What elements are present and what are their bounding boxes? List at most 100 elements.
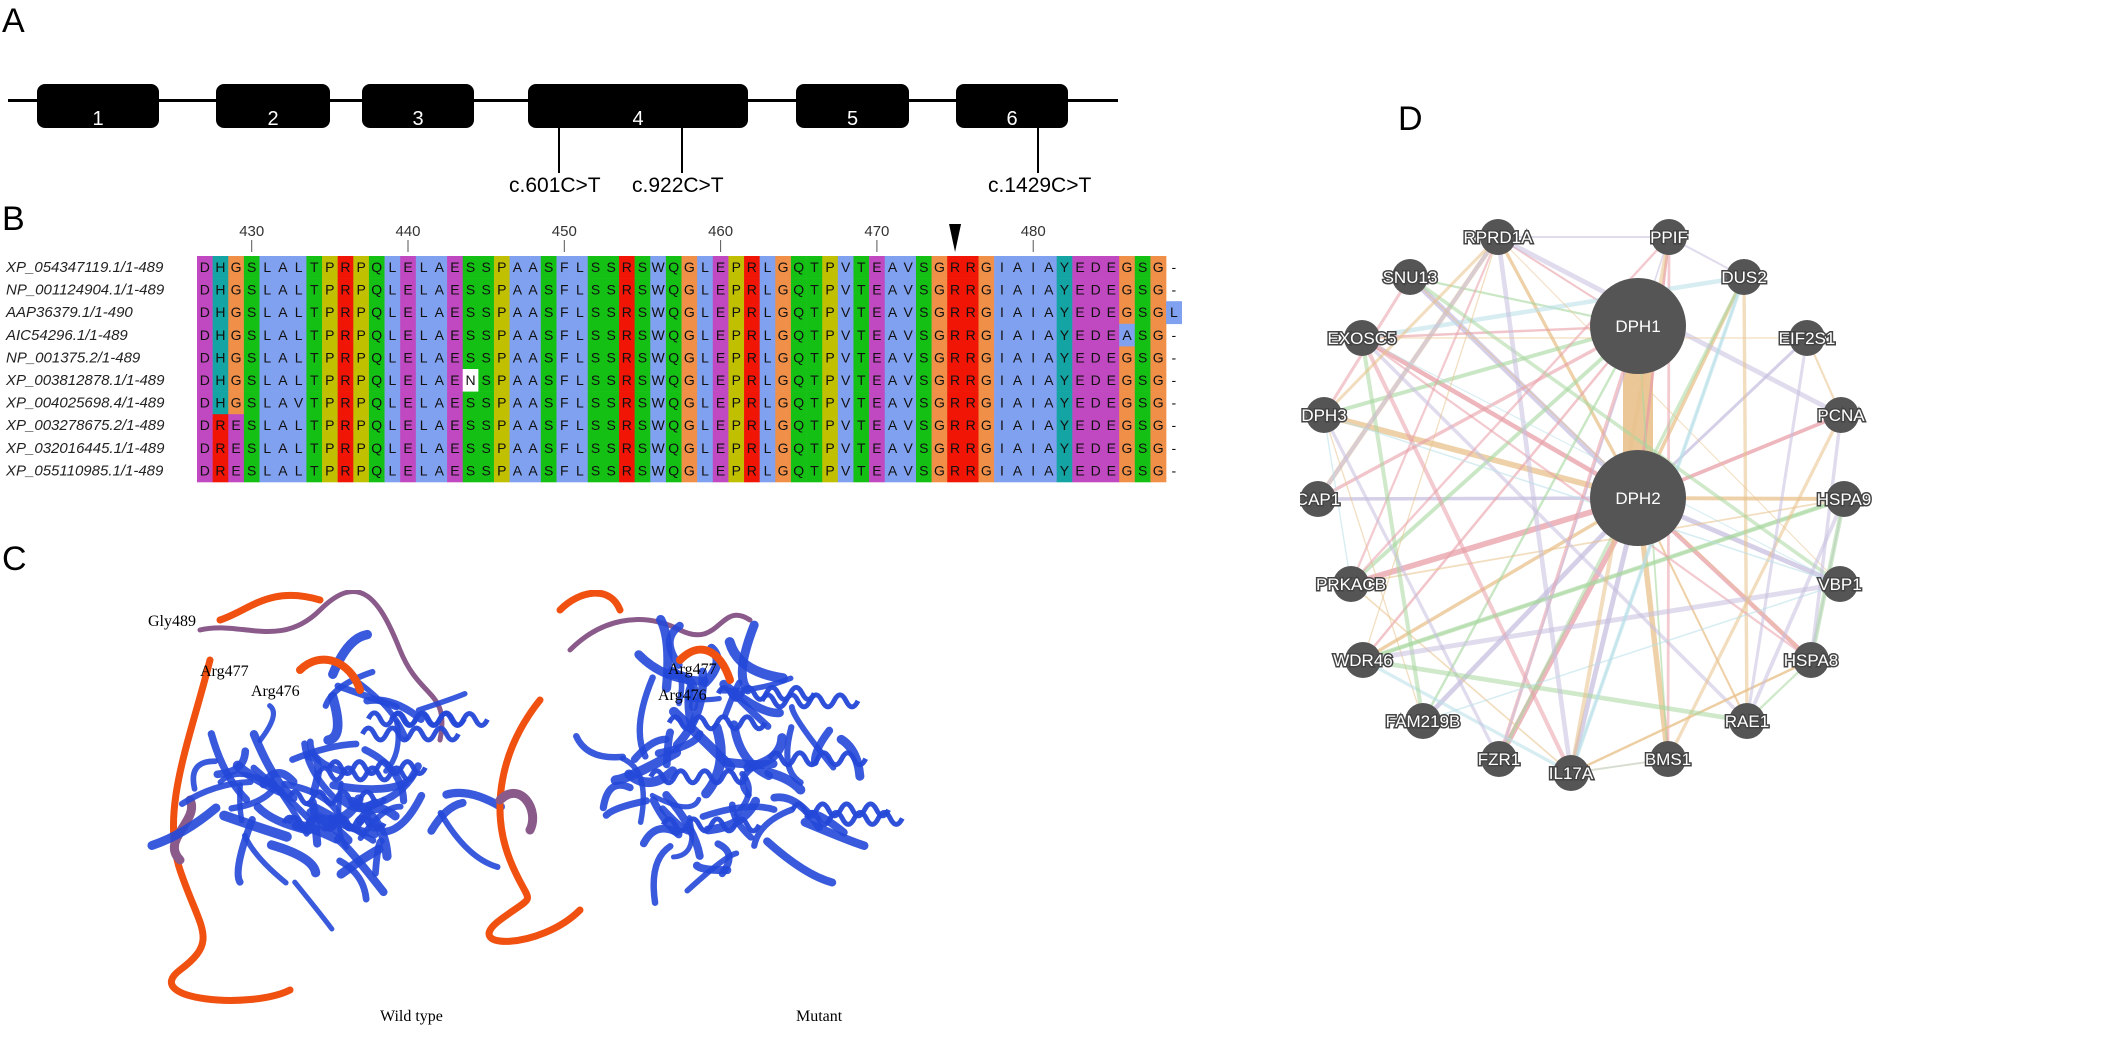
residue-letter: S — [607, 395, 616, 411]
residue-cell — [337, 459, 354, 483]
network-node[interactable] — [1793, 642, 1829, 678]
hub-node-dph2[interactable] — [1590, 450, 1686, 546]
residue-cell — [337, 436, 354, 460]
network-edge — [1666, 414, 1843, 760]
residue-letter: W — [651, 462, 665, 478]
residue-cell — [1072, 369, 1089, 392]
residue-letter: L — [388, 259, 396, 275]
network-node[interactable] — [1480, 219, 1516, 255]
residue-cell — [1072, 301, 1089, 325]
residue-letter: L — [420, 349, 428, 365]
residue-cell — [665, 414, 682, 438]
residue-cell — [447, 459, 464, 483]
residue-cell — [744, 459, 760, 483]
residue-letter: T — [810, 304, 819, 320]
residue-cell — [431, 346, 448, 370]
residue-letter: Q — [668, 395, 679, 411]
network-node[interactable] — [1729, 703, 1765, 739]
residue-letter: E — [716, 259, 725, 275]
residue-letter: E — [1107, 417, 1116, 433]
residue-cell — [978, 414, 995, 438]
residue-letter: R — [747, 395, 757, 411]
network-node[interactable] — [1392, 259, 1428, 295]
residue-letter: H — [215, 372, 225, 388]
residue-cell — [587, 369, 604, 392]
residue-cell — [306, 346, 323, 370]
network-node[interactable] — [1333, 566, 1369, 602]
residue-cell — [572, 414, 589, 438]
residue-letter: E — [1075, 304, 1084, 320]
ruler-tick-label: 460 — [708, 223, 733, 240]
network-node[interactable] — [1553, 755, 1589, 791]
network-node[interactable] — [1823, 397, 1859, 433]
residue-cell — [665, 369, 682, 392]
network-node[interactable] — [1300, 481, 1336, 517]
residue-cell — [994, 346, 1011, 370]
residue-letter: D — [200, 282, 210, 298]
residue-cell — [837, 391, 854, 415]
residue-letter: A — [1013, 440, 1023, 456]
residue-letter: D — [1091, 282, 1101, 298]
network-node-label: IL17A — [1549, 764, 1594, 783]
residue-letter: L — [701, 462, 709, 478]
residue-letter: H — [215, 349, 225, 365]
residue-cell — [853, 436, 870, 460]
network-node[interactable] — [1651, 219, 1687, 255]
residue-cell — [400, 323, 417, 347]
residue-cell — [962, 278, 979, 302]
network-node[interactable] — [1822, 566, 1858, 602]
network-node[interactable] — [1405, 703, 1441, 739]
residue-letter: G — [778, 440, 789, 456]
residue-letter: A — [278, 440, 288, 456]
network-node[interactable] — [1345, 642, 1381, 678]
residue-letter: V — [841, 372, 851, 388]
network-node[interactable] — [1650, 741, 1686, 777]
residue-cell — [509, 369, 526, 392]
residue-cell — [806, 369, 823, 392]
residue-cell — [665, 346, 682, 370]
residue-letter: E — [231, 440, 240, 456]
network-node[interactable] — [1789, 320, 1825, 356]
residue-cell — [478, 436, 495, 460]
exon-4: 4 — [528, 84, 748, 128]
residue-cell — [884, 436, 901, 460]
residue-cell — [603, 346, 620, 370]
residue-letter: L — [263, 327, 271, 343]
residue-letter: G — [778, 417, 789, 433]
hub-node-dph1[interactable] — [1590, 278, 1686, 374]
network-node[interactable] — [1826, 481, 1862, 517]
residue-letter: S — [247, 304, 256, 320]
network-node[interactable] — [1344, 320, 1380, 356]
network-edge — [1745, 337, 1809, 722]
residue-cell — [665, 459, 682, 483]
network-node[interactable] — [1306, 397, 1342, 433]
residue-letter: E — [872, 372, 881, 388]
network-edge — [1362, 658, 1572, 775]
residue-letter: G — [231, 395, 242, 411]
residue-cell — [1103, 301, 1120, 325]
residue-letter: - — [1172, 372, 1177, 388]
residue-letter: A — [435, 372, 445, 388]
residue-cell — [978, 278, 995, 302]
network-node[interactable] — [1726, 259, 1762, 295]
residue-cell — [259, 459, 276, 483]
residue-letter: V — [841, 304, 851, 320]
residue-letter: S — [638, 462, 647, 478]
sequence-name: AAP36379.1/1-490 — [5, 304, 133, 321]
residue-cell — [806, 346, 823, 370]
residue-letter: T — [310, 259, 319, 275]
residue-letter: S — [466, 462, 475, 478]
residue-cell — [634, 301, 651, 325]
residue-cell — [681, 436, 698, 460]
residue-letter: L — [263, 372, 271, 388]
residue-letter: S — [247, 372, 256, 388]
residue-letter: P — [356, 259, 365, 275]
network-node[interactable] — [1481, 741, 1517, 777]
residue-cell — [712, 256, 729, 279]
residue-cell — [712, 301, 729, 325]
residue-letter: P — [825, 259, 834, 275]
residue-cell — [619, 436, 635, 460]
residue-cell — [603, 256, 620, 279]
residue-cell — [759, 459, 776, 483]
residue-cell — [728, 278, 745, 302]
